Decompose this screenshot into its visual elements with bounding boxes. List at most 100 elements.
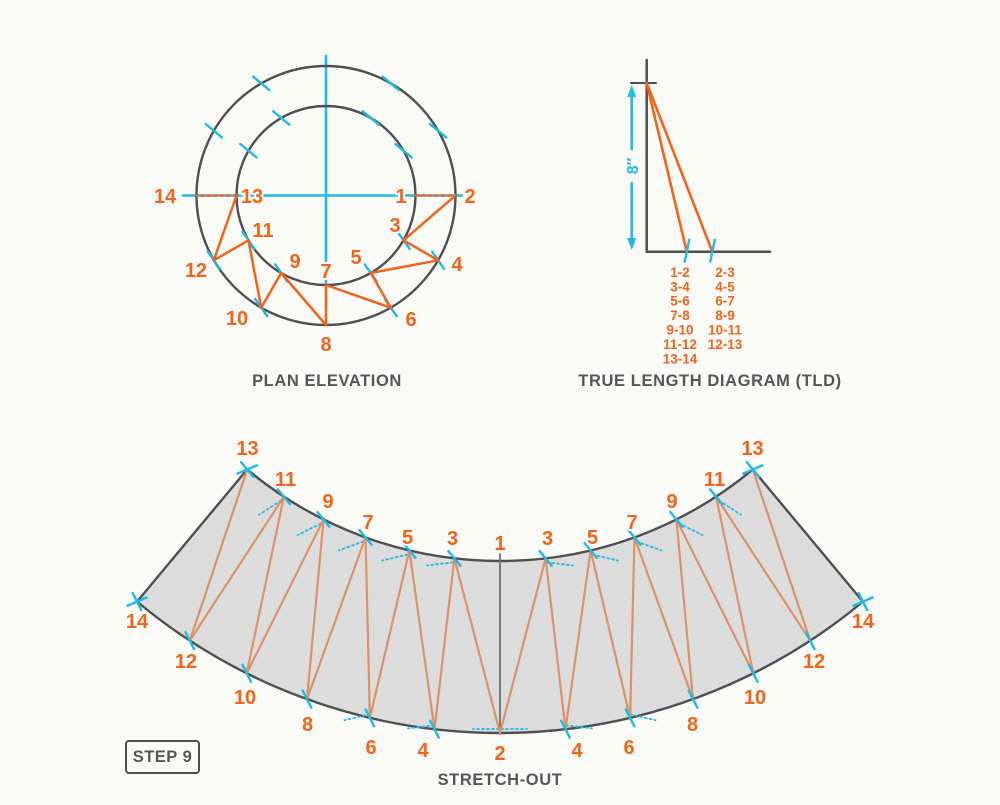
stretchout-point-tick-3 [447,549,462,567]
stretchout-point-tick-12 [804,630,816,651]
stretchout-cross-tick-14 [852,596,874,607]
construction-dash-mark [258,499,282,516]
stretchout-zigzag-line-3-4 [433,557,456,731]
stretchout-point-label-5: 5 [402,527,413,549]
stretchout-point-tick-8 [687,689,699,709]
step-badge: STEP 9 [125,740,200,774]
stretchout-point-tick-11 [276,488,292,506]
stretchout-point-tick-7 [627,528,642,546]
stretchout-cross-tick-13 [236,464,259,475]
stretchout-zigzag-line-11-12 [714,495,812,642]
stretchout-point-tick-5 [402,541,417,559]
construction-dash-mark [407,724,435,730]
stretchout-point-tick-9 [316,510,331,528]
plan-point-label-6: 6 [405,309,416,331]
stretchout-point-label-12: 12 [803,651,825,673]
stretchout-point-label-5: 5 [587,527,598,549]
tld-pair-label-1-2: 1-2 [670,265,690,280]
stretchout-point-tick-4 [560,719,571,739]
true-length-diagram: 8″1-23-45-67-89-1011-1213-142-34-56-78-9… [623,58,772,368]
plan-chord-line-8-9 [279,271,328,327]
tld-true-length-line-2 [645,81,714,253]
plan-point-label-12: 12 [185,260,207,282]
construction-dash-mark [426,561,454,567]
stretchout-point-label-11: 11 [275,469,296,491]
stretchout-zigzag-line-9-10 [675,518,755,675]
tld-dimension-label: 8″ [625,157,642,174]
construction-dash-mark [678,522,704,536]
plan-division-tick [239,142,258,159]
stretchout-zigzag-line-12-13 [751,468,812,642]
tld-foot-tick-2 [709,238,716,263]
plan-point-label-3: 3 [389,215,400,237]
stretchout-point-label-14: 14 [126,611,149,633]
stretchout-zigzag-line-8-9 [675,518,695,701]
stretchout-point-tick-10 [747,663,759,683]
construction-dash-mark [337,540,365,552]
plan-division-tick [428,122,448,139]
plan-division-tick [361,110,381,126]
plan-point-label-2: 2 [464,186,475,208]
tld-pair-label-8-9: 8-9 [715,308,735,323]
stretchout-zigzag-line-12-13 [188,468,249,642]
stretchout-zigzag-line-5-6 [368,549,411,719]
tld-pair-label-3-4: 3-4 [670,279,690,294]
stretchout-zigzag-line-10-11 [714,495,755,675]
plan-chord-line-2-3 [402,194,457,242]
stretchout-point-label-9: 9 [322,491,333,513]
tld-pair-label-13-14: 13-14 [663,351,698,366]
construction-dash-mark [591,553,619,562]
stretchout-zigzag-line-6-7 [364,536,371,719]
plan-division-tick [381,75,401,92]
stretchout-point-tick-9 [669,510,684,528]
stretchout-zigzag-line-10-11 [245,495,286,675]
stretchout-point-label-7: 7 [362,512,373,534]
construction-dash-mark [381,553,409,562]
stretchout-point-label-8: 8 [687,714,698,736]
plan-point-label-13: 13 [241,186,263,208]
stretchout-point-tick-6 [364,708,376,728]
stretchout-point-tick-7 [358,528,373,546]
stretchout-cross-tick-13 [741,464,764,475]
stretchout-zigzag-line-3-4 [544,557,567,731]
plan-chord-line-5-6 [369,271,393,309]
stretchout-zigzag-line-5-6 [589,549,632,719]
tld-pair-label-11-12: 11-12 [663,337,697,352]
plan-division-tick [204,122,224,139]
plan-point-label-4: 4 [451,254,463,276]
plan-division-tick [394,142,413,159]
stretchout-point-label-12: 12 [175,651,197,673]
stretchout-point-label-4: 4 [417,740,429,762]
tld-dimension-arrowhead-down [627,238,637,250]
true-length-diagram-title: TRUE LENGTH DIAGRAM (TLD) [578,372,842,390]
tld-pair-label-7-8: 7-8 [670,308,690,323]
plan-point-label-11: 11 [252,220,273,242]
stretchout-point-tick-8 [301,689,313,709]
stretchout-zigzag-line-4-5 [564,549,592,731]
tld-pair-label-2-3: 2-3 [715,265,735,280]
construction-dash-mark [546,561,574,567]
stretchout-point-label-1: 1 [494,533,505,555]
stretchout-zigzag-line-8-9 [305,518,325,701]
stretchout-point-label-7: 7 [626,512,637,534]
plan-chord-line-4-5 [369,259,440,275]
construction-dash-mark [629,713,657,722]
stretchout-point-tick-12 [184,630,196,651]
stretchout-zigzag-line-4-5 [408,549,436,731]
tld-true-length-line-1 [645,81,689,253]
stretchout-zigzag-line-2-3 [498,557,547,735]
plan-division-tick [251,75,271,92]
stretchout-zigzag-line-7-8 [305,536,367,701]
tld-pair-label-5-6: 5-6 [670,294,690,309]
stretchout-zigzag-line-11-12 [188,495,286,642]
plan-chord-line-11-12 [212,239,250,262]
stretchout-point-label-11: 11 [704,469,725,491]
plan-point-label-7: 7 [320,261,331,283]
stretchout-point-label-3: 3 [447,528,458,550]
stretchout-point-label-4: 4 [571,740,583,762]
stretchout-zigzag-line-9-10 [245,518,325,675]
